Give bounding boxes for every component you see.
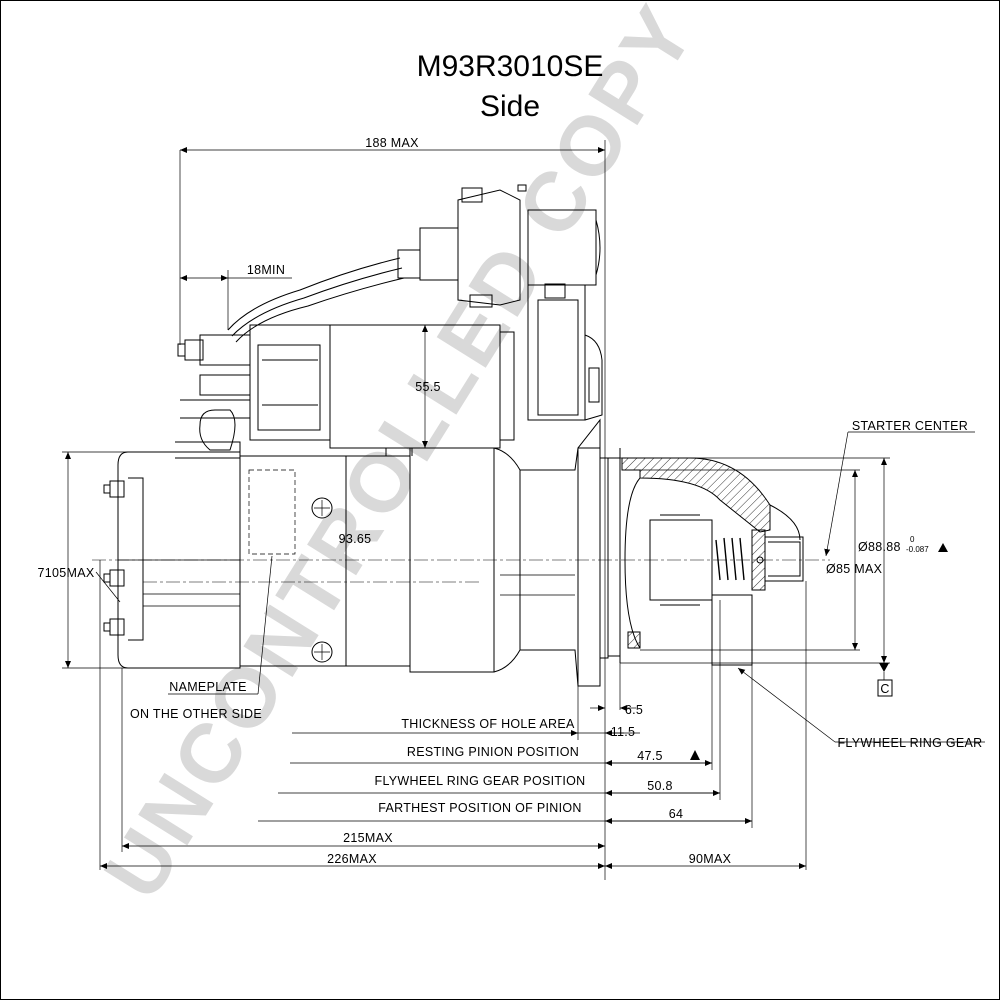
pinion-section — [608, 448, 804, 666]
dim-90-max: 90MAX — [689, 852, 732, 866]
dim-11-5: 11.5 — [611, 725, 636, 739]
dim-18-min: 18MIN — [247, 263, 285, 277]
dim-47-5: 47.5 — [637, 749, 663, 763]
dim-50-8: 50.8 — [647, 779, 673, 793]
label-hole-area: THICKNESS OF HOLE AREA — [401, 717, 575, 731]
dim-226-max: 226MAX — [327, 852, 377, 866]
solenoid — [175, 324, 515, 459]
dim-93-65: 93.65 — [339, 532, 372, 546]
dim-diameter-88-88: Ø88.88 — [858, 540, 901, 554]
wiring-harness — [227, 184, 603, 421]
label-flywheel-ring-gear: FLYWHEEL RING GEAR — [837, 736, 982, 750]
dim-215-max: 215MAX — [343, 831, 393, 845]
label-other-side: ON THE OTHER SIDE — [130, 707, 262, 721]
dim-tol-lower: -0.087 — [906, 545, 929, 554]
label-ring-gear-position: FLYWHEEL RING GEAR POSITION — [375, 774, 586, 788]
dim-188-max: 188 MAX — [365, 136, 419, 150]
dimension-lines — [62, 140, 985, 880]
dim-tol-upper: 0 — [910, 535, 915, 544]
view-subtitle: Side — [480, 90, 540, 123]
part-number-title: M93R3010SE — [417, 50, 604, 83]
label-resting-pinion: RESTING PINION POSITION — [407, 745, 579, 759]
dim-diameter-85-max: Ø85 MAX — [826, 562, 883, 576]
label-nameplate: NAMEPLATE — [169, 680, 247, 694]
label-starter-center: STARTER CENTER — [852, 419, 968, 433]
datum-c: C — [880, 682, 889, 696]
dim-64: 64 — [669, 807, 684, 821]
label-farthest-pinion: FARTHEST POSITION OF PINION — [378, 801, 582, 815]
dim-7105-max: 7105MAX — [38, 566, 95, 580]
dim-6-5: 6.5 — [625, 703, 643, 717]
dim-55-5: 55.5 — [415, 380, 441, 394]
